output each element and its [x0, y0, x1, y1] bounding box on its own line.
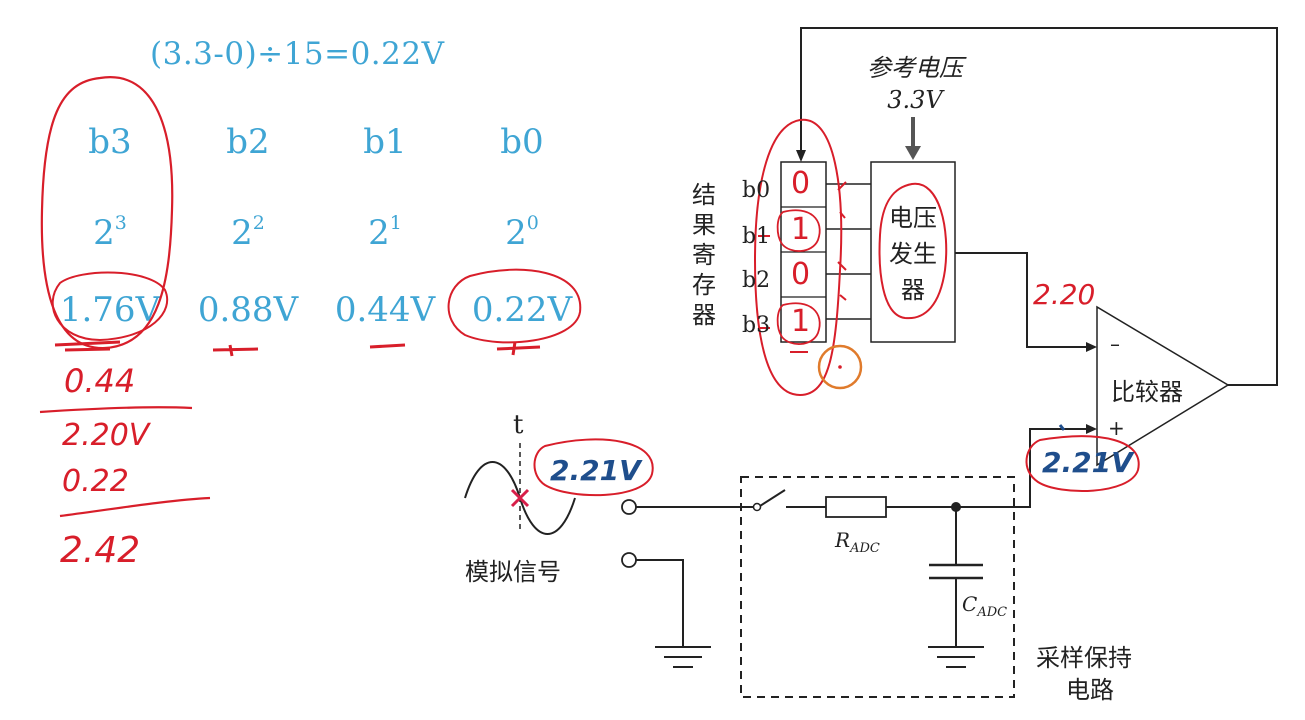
bit-name-b2: b2 [226, 122, 270, 162]
handwritten-calc-4: 2.42 [60, 530, 141, 571]
ink-marks-register-left [758, 235, 808, 353]
bit-weight-b3: 23 [93, 212, 127, 253]
bit-name-b0: b0 [500, 122, 544, 162]
bit-name-b1: b1 [363, 122, 407, 162]
register-value-b0: 0 [791, 166, 811, 201]
cursor-marker-icon [817, 344, 863, 390]
switch-blade [759, 489, 786, 507]
bit-voltage-b3: 1.76V [59, 290, 161, 330]
sample-hold-label-line1: 采样保持 [1036, 644, 1132, 672]
feedback-arrowhead [796, 150, 806, 162]
ink-underline-2 [59, 496, 211, 518]
bit-voltage-b1: 0.44V [334, 290, 436, 330]
ink-mark-under-b3 [54, 340, 121, 352]
reference-arrowhead [905, 146, 921, 160]
handwritten-sample-value: 2.21V [550, 454, 641, 487]
resistor-label: RADC [835, 528, 880, 556]
ink-marks-register-right [837, 181, 847, 301]
ink-circle-0.22V [447, 268, 582, 344]
ink-underline-1 [39, 406, 193, 414]
handwritten-comparator-minus-value: 2.20 [1033, 278, 1096, 311]
ink-mark-under-b1 [369, 343, 406, 349]
register-value-b3: 1 [791, 304, 811, 339]
result-register-title: 结果寄存器 [692, 181, 716, 329]
input-terminal-ground [621, 552, 637, 568]
feedback-wire [800, 27, 1278, 386]
comparator-label: 比较器 [1111, 378, 1183, 406]
handwritten-comparator-plus-value: 2.21V [1042, 446, 1133, 479]
resistor-radc [825, 496, 887, 518]
reference-voltage-label: 参考电压 3.3V [845, 52, 985, 116]
generator-output-wire [955, 252, 1090, 348]
ground-icon-input [655, 646, 711, 668]
ink-ellipse-sample-value [533, 438, 654, 497]
reference-voltage-title: 参考电压 [867, 54, 963, 82]
ink-mark-under-b2 [212, 344, 259, 357]
register-row-b1: b1 [742, 224, 771, 249]
comparator-minus-label: – [1110, 332, 1120, 356]
bit-voltage-b0: 0.22V [471, 290, 573, 330]
voltage-generator-label: 电压发生器 [889, 204, 937, 304]
sample-point-x-icon [510, 488, 530, 508]
lsb-formula: (3.3-0)÷15=0.22V [150, 36, 445, 72]
ink-ellipse-comparator-value [1025, 435, 1140, 493]
ink-ellipse-register [753, 118, 843, 397]
register-value-b1: 1 [791, 212, 811, 247]
register-row-b0: b0 [742, 178, 771, 203]
bit-weight-b0: 20 [505, 212, 539, 253]
handwritten-calc-2: 2.20V [62, 418, 150, 453]
comparator-triangle [1096, 305, 1230, 467]
register-value-b2: 0 [791, 257, 811, 292]
switch-contact-icon [752, 502, 762, 512]
handwritten-calc-1: 0.44 [64, 362, 136, 400]
reference-voltage-value: 3.3V [887, 86, 943, 114]
ink-mark-under-b0 [496, 341, 541, 356]
ink-circle-reg-b3 [776, 302, 821, 345]
comparator-plus-label: + [1108, 416, 1125, 440]
capacitor-label: CADC [962, 592, 1008, 620]
bit-name-b3: b3 [88, 122, 132, 162]
register-row-b3: b3 [742, 313, 771, 338]
ink-circle-reg-b1 [776, 209, 821, 252]
register-row-b2: b2 [742, 268, 771, 293]
sample-to-comparator-wire [956, 428, 1090, 508]
input-terminal-signal [621, 499, 637, 515]
ink-ellipse-generator [878, 182, 948, 320]
bit-weight-b2: 22 [231, 212, 265, 253]
ink-circle-1.76V [51, 271, 169, 342]
analog-signal-label: 模拟信号 [465, 558, 561, 586]
bit-weight-b1: 21 [368, 212, 402, 253]
sample-hold-label-line2: 电路 [1066, 676, 1114, 704]
ground-icon-capacitor [928, 646, 984, 668]
handwritten-calc-3: 0.22 [62, 464, 129, 499]
bit-voltage-b2: 0.88V [197, 290, 299, 330]
sample-hold-boundary [740, 476, 1015, 698]
ink-ellipse-b3-column [40, 76, 174, 350]
time-label: t [513, 410, 524, 440]
